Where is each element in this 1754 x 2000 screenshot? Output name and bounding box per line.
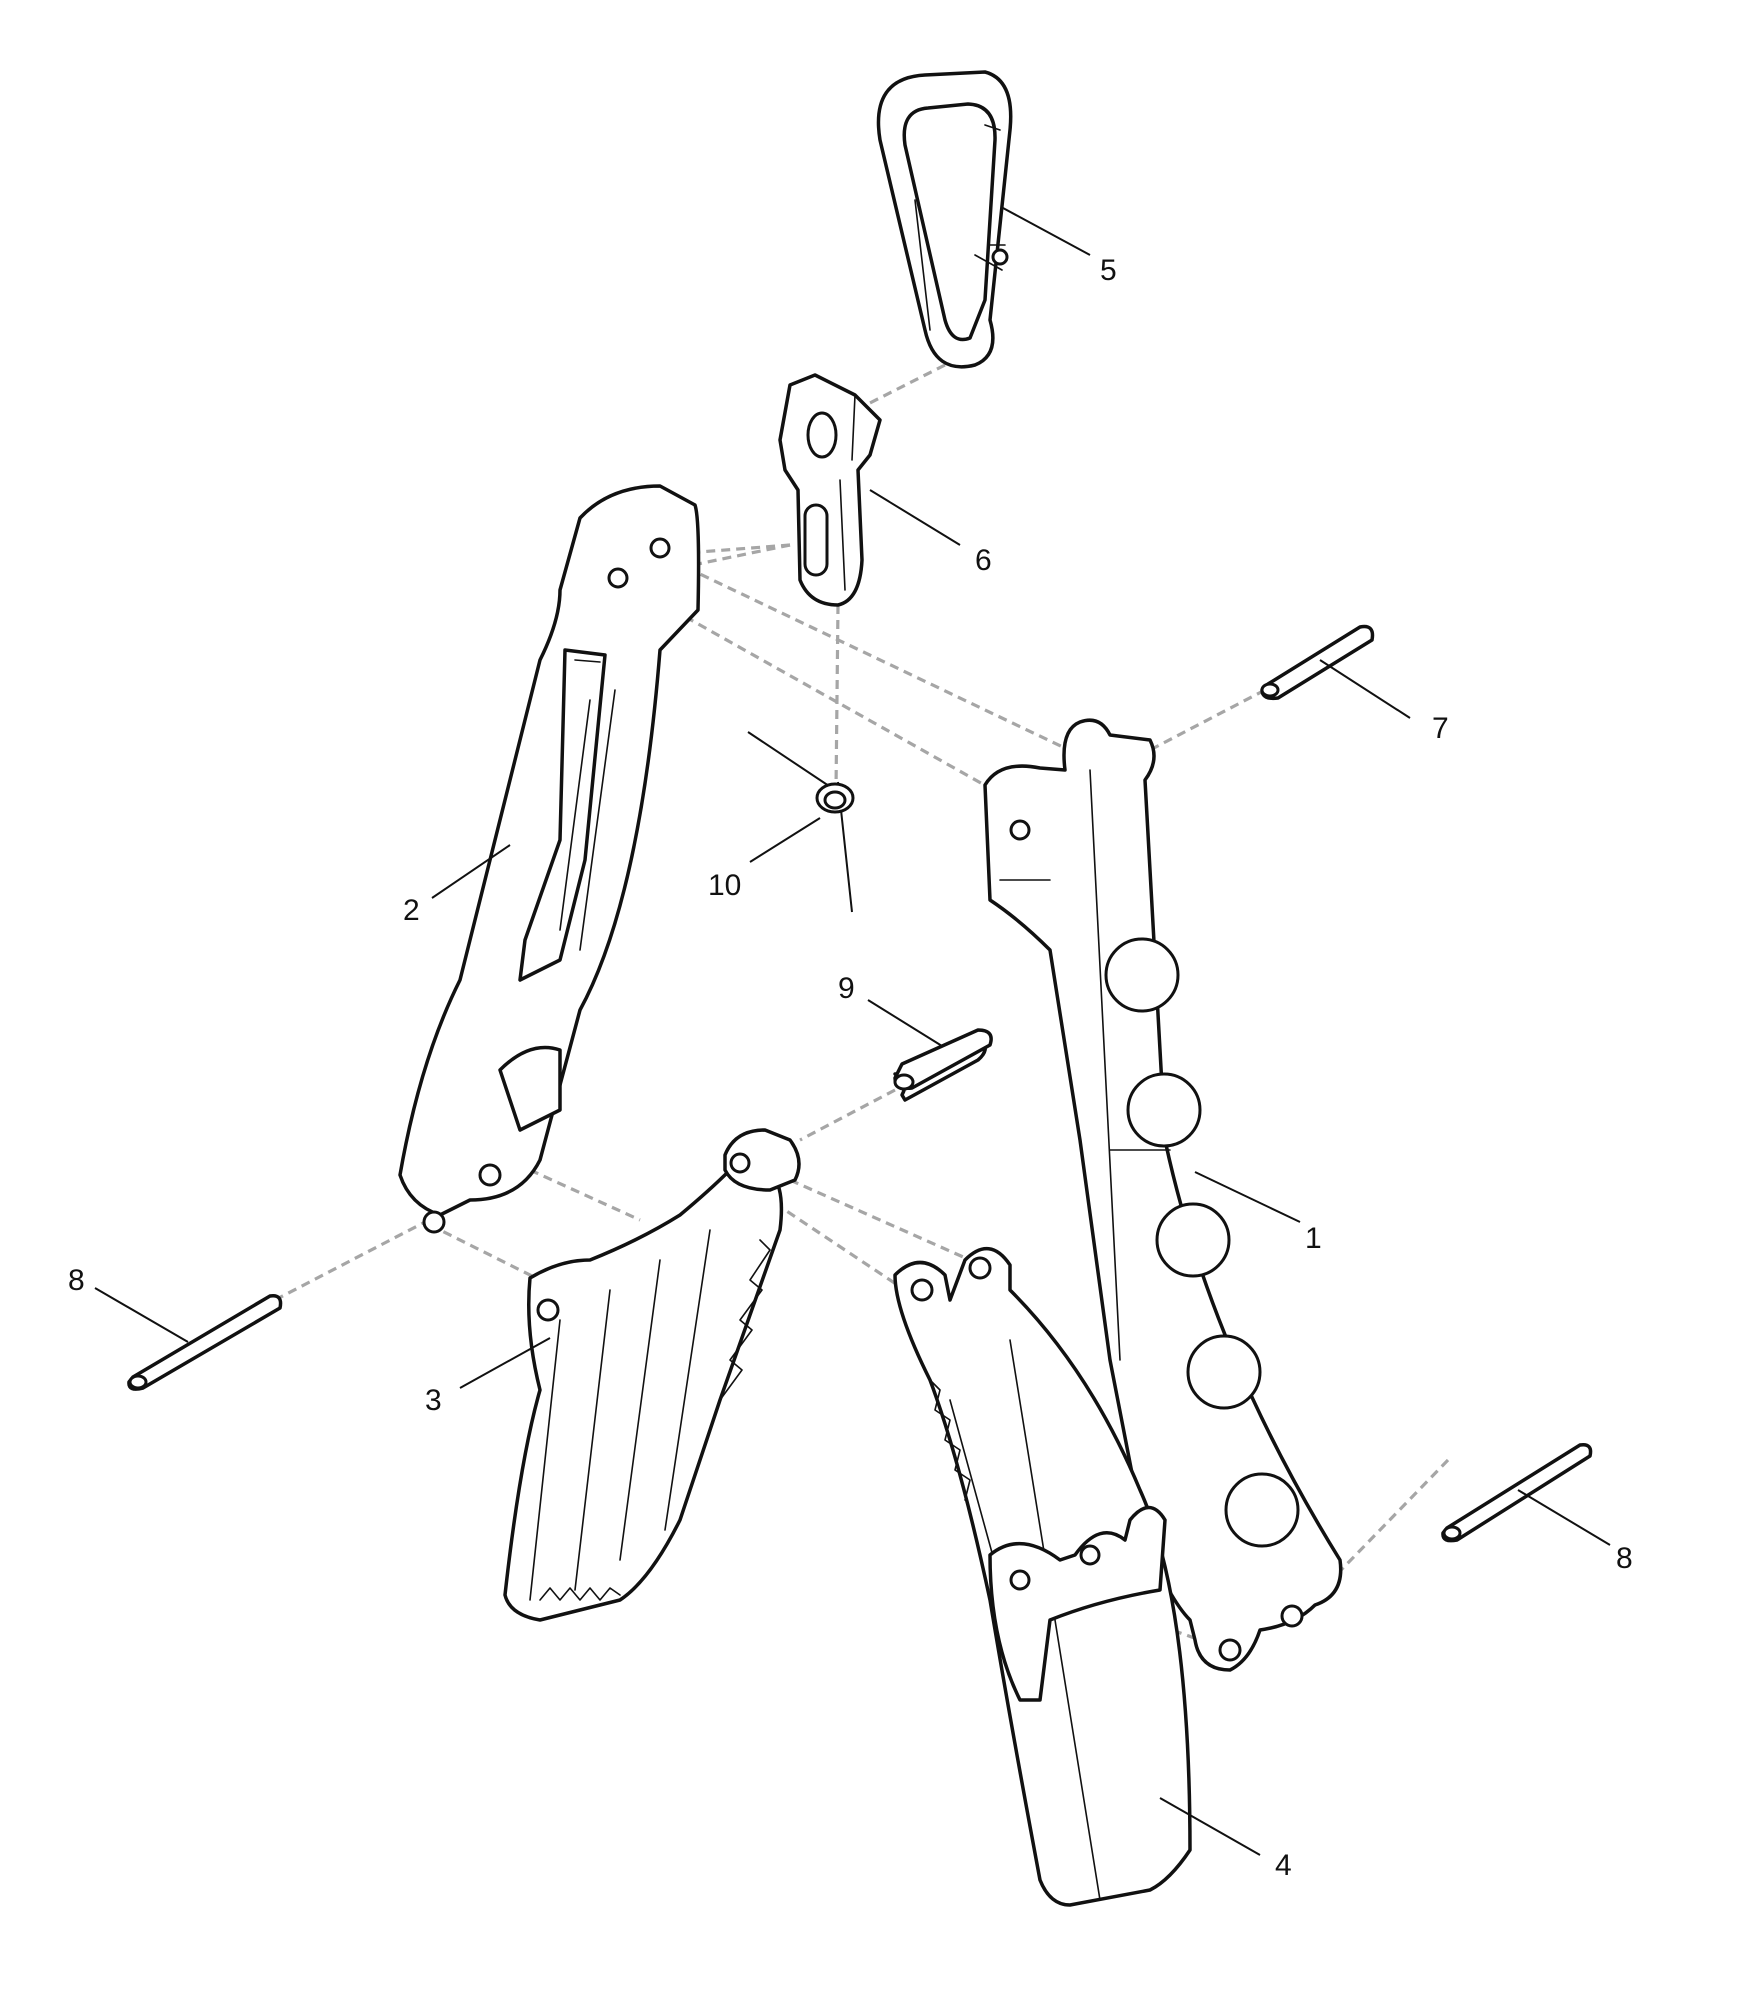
callout-part-2: 2 — [403, 894, 420, 927]
arm-part-2 — [398, 484, 701, 1234]
callout-part-9: 9 — [838, 972, 855, 1005]
pin-part-8-right — [1441, 1442, 1593, 1543]
leader-part-3 — [459, 1337, 551, 1389]
callout-part-3: 3 — [425, 1384, 442, 1417]
callout-part-7: 7 — [1432, 712, 1449, 745]
leader-part-2 — [431, 844, 511, 899]
leader-part-6 — [869, 489, 961, 546]
jaw-part-3 — [503, 1164, 784, 1622]
callout-part-4: 4 — [1275, 1849, 1292, 1882]
assembly-line-arm-to-jaw-2 — [529, 1168, 641, 1222]
callout-part-1: 1 — [1305, 1222, 1322, 1255]
assembly-line-arm-to-handle-a — [659, 553, 1091, 762]
handle-part-1 — [983, 718, 1343, 1672]
leader-part-1 — [1194, 1171, 1301, 1223]
leader-part-7 — [1319, 659, 1411, 719]
link-part-6 — [778, 373, 882, 607]
assembly-line-link-to-spring — [834, 604, 840, 791]
leader-part-10 — [749, 817, 821, 863]
assembly-line-pin8-left — [274, 1220, 426, 1302]
pin-part-9 — [893, 1028, 993, 1102]
leader-part-9 — [867, 999, 943, 1047]
pin-part-7 — [1260, 624, 1375, 701]
leader-part-4 — [1159, 1797, 1261, 1856]
callout-labels: 1 2 3 4 5 6 7 8 8 9 10 — [68, 254, 1633, 1882]
callout-part-8-right: 8 — [1616, 1542, 1633, 1575]
leader-part-8-left — [94, 1287, 189, 1343]
leader-part-8-right — [1517, 1489, 1611, 1546]
callout-part-10: 10 — [708, 869, 741, 902]
assembly-line-cam-to-blade — [789, 1178, 971, 1262]
assembly-line-carabiner-to-link — [859, 363, 946, 410]
callout-part-6: 6 — [975, 544, 992, 577]
leader-lines — [94, 207, 1611, 1856]
leader-part-5 — [1002, 207, 1091, 256]
callout-part-8-left: 8 — [68, 1264, 85, 1297]
cam-hub — [723, 1128, 801, 1192]
assembly-line-pin7-to-handle — [1149, 688, 1266, 752]
callout-part-5: 5 — [1100, 254, 1117, 287]
carabiner-part-5 — [876, 70, 1013, 369]
assembly-line-pin9-to-cam — [799, 1088, 896, 1142]
pin-part-8-left — [127, 1294, 283, 1391]
spring-part-10 — [747, 731, 855, 913]
assembly-line-arm-to-jaw — [429, 1223, 541, 1282]
blade-part-4 — [893, 1247, 1192, 1907]
